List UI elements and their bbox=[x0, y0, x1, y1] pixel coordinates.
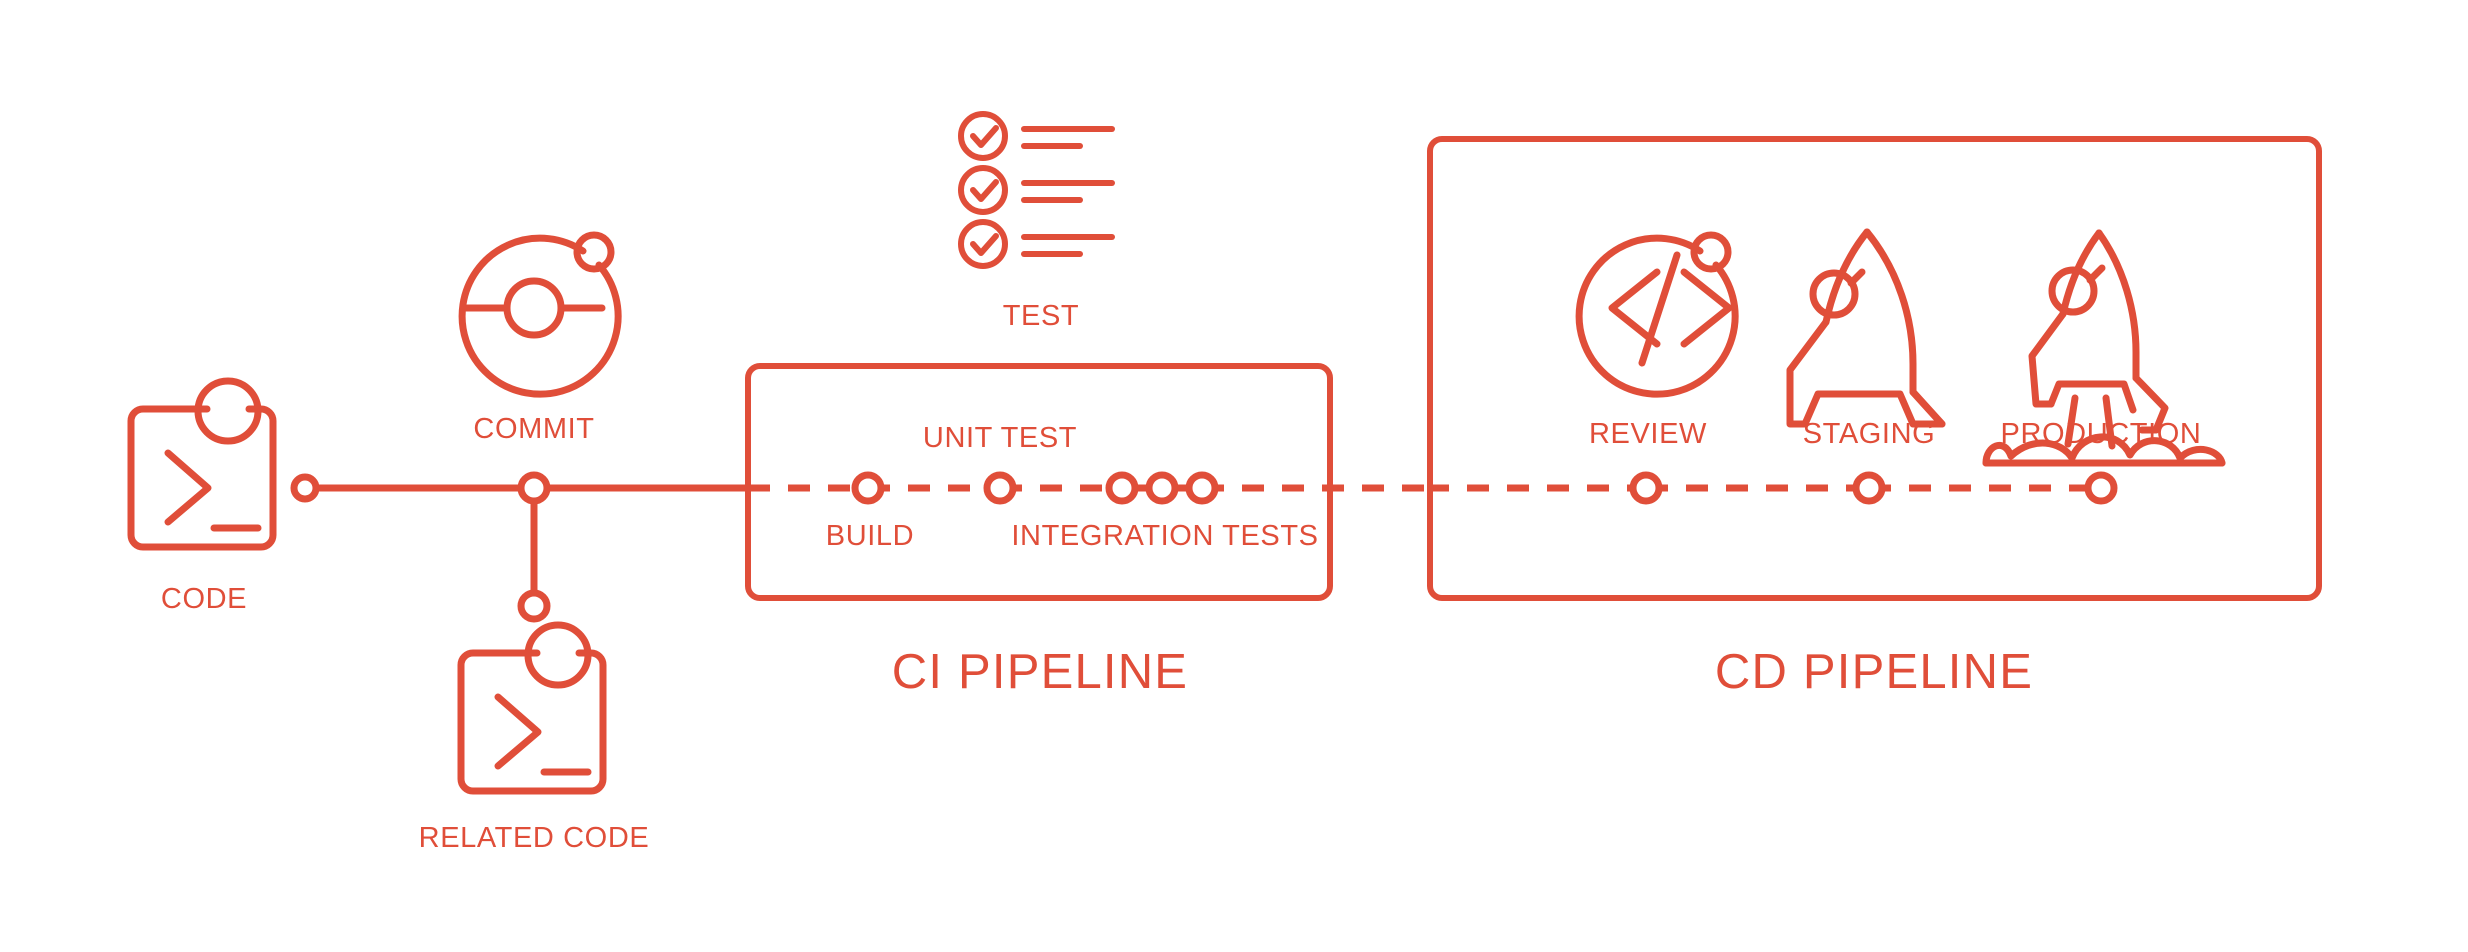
ci-stage-label-unit-test: UNIT TEST bbox=[923, 422, 1077, 454]
ci-pipeline-title: CI PIPELINE bbox=[892, 645, 1188, 699]
commit-label: COMMIT bbox=[473, 413, 594, 445]
ci-stage-label-build: BUILD bbox=[826, 520, 914, 552]
ci-pipeline-box bbox=[745, 363, 1333, 601]
test-label: TEST bbox=[1003, 300, 1080, 332]
rail-node-production[interactable] bbox=[2084, 471, 2118, 505]
rail-node-related-code[interactable] bbox=[517, 589, 551, 623]
cd-pipeline-box bbox=[1427, 136, 2322, 601]
rail-node-staging[interactable] bbox=[1852, 471, 1886, 505]
rocket-icon[interactable] bbox=[1786, 228, 1946, 428]
commit-orbit-icon[interactable] bbox=[458, 231, 622, 398]
rail-node-integration-1[interactable] bbox=[1105, 471, 1139, 505]
code-label: CODE bbox=[161, 583, 247, 615]
code-brackets-circle-icon[interactable] bbox=[1575, 231, 1739, 398]
cd-stage-label-review: REVIEW bbox=[1589, 418, 1707, 450]
rocket-launch-icon[interactable] bbox=[1982, 229, 2226, 467]
rail-node-commit[interactable] bbox=[517, 471, 551, 505]
cd-stage-label-production: PRODUCTION bbox=[2001, 418, 2202, 450]
terminal-code-icon[interactable] bbox=[127, 377, 277, 551]
rail-node-start[interactable] bbox=[290, 473, 320, 503]
ci-stage-label-integration-tests: INTEGRATION TESTS bbox=[1011, 520, 1318, 552]
related-code-label: RELATED CODE bbox=[419, 822, 650, 854]
cd-pipeline-title: CD PIPELINE bbox=[1715, 645, 2033, 699]
related-code-terminal-icon[interactable] bbox=[457, 621, 607, 795]
rail-node-integration-2[interactable] bbox=[1145, 471, 1179, 505]
cd-stage-label-staging: STAGING bbox=[1803, 418, 1936, 450]
rail-node-unit-test[interactable] bbox=[983, 471, 1017, 505]
rail-node-build[interactable] bbox=[851, 471, 885, 505]
rail-node-integration-3[interactable] bbox=[1185, 471, 1219, 505]
rail-node-review[interactable] bbox=[1629, 471, 1663, 505]
checklist-icon[interactable] bbox=[958, 111, 1115, 269]
